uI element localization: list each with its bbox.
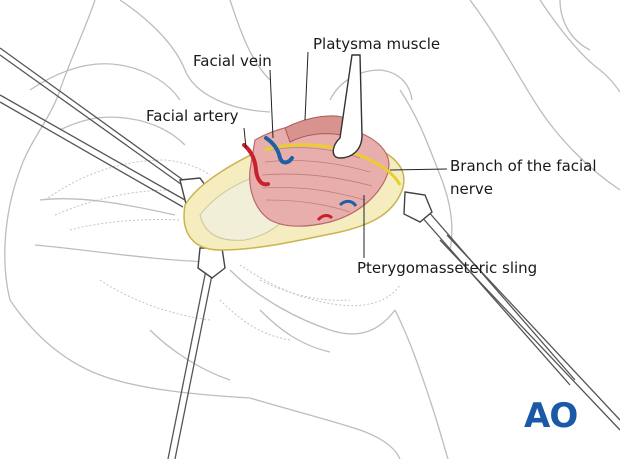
- facial-nerve-branch: [264, 143, 402, 186]
- label-facial-artery: Facial artery: [146, 107, 239, 125]
- sling-artery: [316, 214, 334, 222]
- label-platysma-muscle: Platysma muscle: [313, 35, 441, 53]
- label-facial-vein: Facial vein: [193, 52, 272, 70]
- retractor-wires: [0, 47, 620, 459]
- label-branch-facial-nerve-line2: nerve: [450, 180, 494, 198]
- facial-artery: [242, 143, 270, 187]
- top-retractor: [332, 54, 363, 159]
- ao-logo: AO: [524, 396, 578, 436]
- face-outline: [4, 0, 620, 459]
- leader-lines: [243, 51, 448, 258]
- label-pterygomasseteric-sling: Pterygomasseteric sling: [357, 259, 538, 277]
- sling-vein: [338, 199, 358, 207]
- teeth-outline: [44, 159, 401, 341]
- facial-vein: [264, 136, 294, 165]
- label-branch-facial-nerve: Branch of the facial: [450, 157, 597, 175]
